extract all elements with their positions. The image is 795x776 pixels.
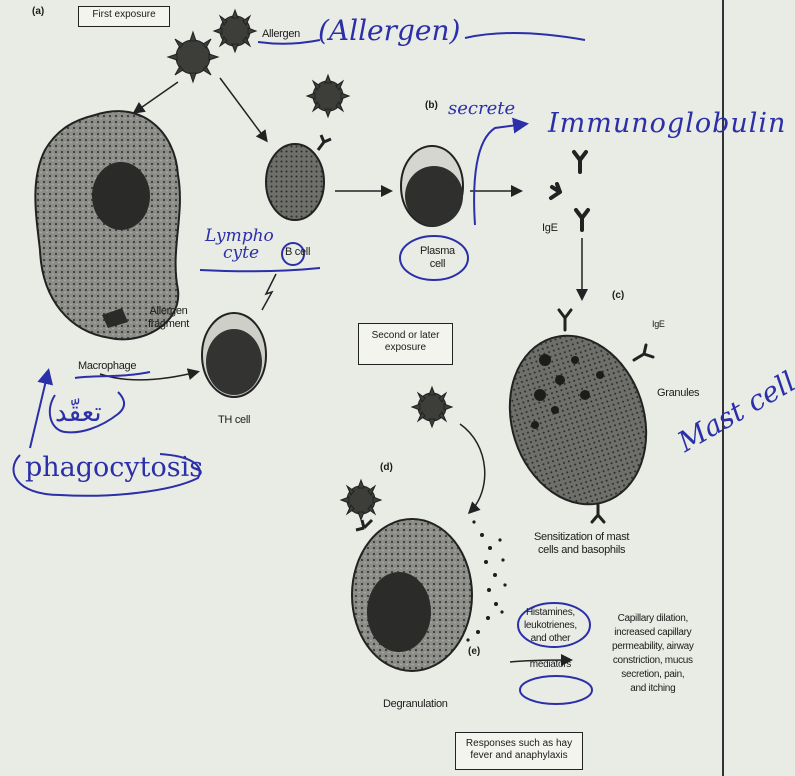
th-nucleus	[206, 329, 262, 395]
responses-line1: Responses such as hay	[466, 738, 572, 749]
allergen-label: Allergen	[262, 28, 300, 41]
sensitization-line2: cells and basophils	[538, 544, 625, 556]
plasma-cell-label-line2: cell	[430, 258, 445, 270]
allergen-particle	[341, 480, 381, 520]
ige-antibody	[551, 152, 588, 230]
th-cell-label: TH cell	[218, 414, 250, 427]
handwritten-phagocytosis-note: phagocytosis	[25, 452, 203, 483]
allergen-particle	[307, 75, 349, 117]
effects-line5: secretion, pain,	[621, 669, 684, 680]
panel-tag-e: (e)	[468, 646, 480, 657]
second-exposure-line1: Second or later	[372, 330, 440, 341]
allergen-particle	[214, 10, 256, 52]
sensitization-line1: Sensitization of mast	[534, 531, 629, 543]
handwritten-arabic-note: تعقّد	[55, 398, 102, 428]
panel-tag-d: (d)	[380, 462, 393, 473]
allergen-particle	[168, 32, 218, 82]
effects-line3: permeability, airway	[612, 641, 694, 652]
allergen-fragment-line1: Allergen	[150, 305, 188, 317]
handwritten-secrete-note: secrete	[448, 98, 515, 119]
allergen-fragment-line2: fragment	[148, 318, 189, 330]
mediators-label: Histamines, leukotrienes, and other mediato…	[524, 606, 577, 671]
degranulation-label: Degranulation	[383, 698, 448, 711]
plasma-cell-label-line1: Plasma	[420, 245, 455, 257]
responses-line2: fever and anaphylaxis	[470, 750, 567, 761]
panel-tag-b: (b)	[425, 100, 438, 111]
mediators-line3: and other	[531, 633, 571, 644]
effects-line4: constriction, mucus	[613, 655, 693, 666]
first-exposure-box: First exposure	[78, 6, 170, 27]
ige-label: IgE	[542, 222, 558, 235]
mediators-line2: leukotrienes,	[524, 620, 577, 631]
mediators-line4: mediators	[530, 659, 571, 670]
panel-tag-c: (c)	[612, 290, 624, 301]
effects-line2: increased capillary	[614, 627, 691, 638]
lymphocyte-line2: cyte	[205, 243, 259, 263]
handwritten-immunoglobulin-note: Immunoglobulin	[548, 108, 786, 139]
b-cell-label: B cell	[285, 246, 310, 259]
effects-line1: Capillary dilation,	[618, 613, 688, 624]
mediators-line1: Histamines,	[526, 607, 575, 618]
degranulating-nucleus	[367, 572, 431, 652]
macrophage-label: Macrophage	[78, 360, 136, 373]
allergen-particle	[412, 387, 452, 427]
effects-line6: and itching	[630, 683, 675, 694]
panel-tag-a: (a)	[32, 6, 44, 17]
plasma-nucleus	[405, 166, 463, 226]
effects-label: Capillary dilation, increased capillary pe…	[612, 612, 694, 696]
handwritten-allergen-note: (Allergen)	[318, 14, 460, 47]
mast-cell	[489, 318, 668, 522]
granules-label: Granules	[657, 387, 699, 400]
ige-small-label: IgE	[652, 318, 665, 331]
macrophage-nucleus	[92, 162, 150, 230]
b-cell	[266, 144, 324, 220]
second-exposure-line2: exposure	[385, 342, 426, 353]
